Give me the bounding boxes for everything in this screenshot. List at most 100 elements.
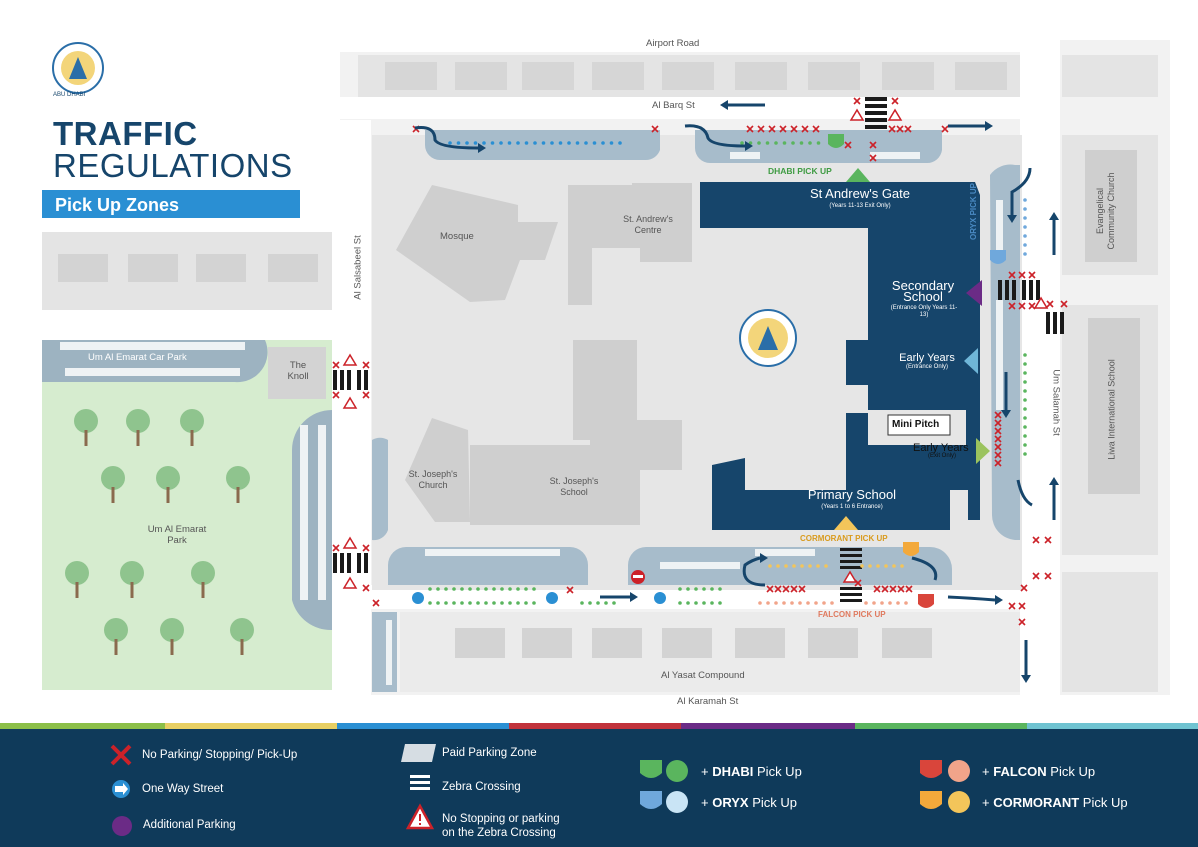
no-parking-x <box>869 154 877 162</box>
pickup-dot <box>678 601 682 605</box>
pickup-dot <box>1023 216 1027 220</box>
no-parking-x <box>869 141 877 149</box>
pickup-dot <box>465 141 469 145</box>
legend-falcon: + FALCON Pick Up <box>982 764 1096 779</box>
oryx-dot-icon <box>666 791 688 813</box>
no-parking-x <box>1020 584 1028 592</box>
street-airport-road: Airport Road <box>646 38 700 49</box>
pickup-dot <box>444 601 448 605</box>
secondary-entrance-marker <box>966 280 982 306</box>
pickup-dot <box>492 601 496 605</box>
no-parking-x <box>1028 302 1036 310</box>
one-way-signs <box>412 570 666 604</box>
pickup-dot <box>532 601 536 605</box>
pickup-dot <box>516 141 520 145</box>
pickup-dot <box>500 587 504 591</box>
label-dhabi-pickup: DHABI PICK UP <box>768 166 832 176</box>
zebra-icon <box>410 775 430 790</box>
no-parking-x <box>994 419 1002 427</box>
legend-no-parking: No Parking/ Stopping/ Pick-Up <box>142 749 298 761</box>
pickup-dot <box>900 564 904 568</box>
pickup-dot <box>1023 207 1027 211</box>
no-parking-x <box>1018 602 1026 610</box>
british-school-buildings <box>700 182 980 530</box>
pickup-dot <box>766 601 770 605</box>
pickup-dot <box>460 587 464 591</box>
pickup-dot <box>516 601 520 605</box>
no-parking-x <box>905 585 913 593</box>
no-parking-x <box>1028 271 1036 279</box>
pickup-dot <box>904 601 908 605</box>
traffic-arrows <box>414 103 1056 675</box>
no-parking-icon <box>110 744 132 766</box>
label-primary-sub: (Years 1 to 6 Entrance) <box>821 504 883 510</box>
no-parking-x <box>566 586 574 594</box>
logo-place: ABU DHABI <box>53 92 86 98</box>
pickup-dot <box>798 601 802 605</box>
no-parking-x <box>1018 618 1026 626</box>
label-st-andrews-gate-sub: (Years 11-13 Exit Only) <box>829 203 891 209</box>
school-emblem-icon <box>739 309 797 367</box>
pickup-dot <box>800 564 804 568</box>
legend-icons <box>110 744 970 836</box>
pickup-dot <box>757 141 761 145</box>
pickup-dot <box>860 564 864 568</box>
no-parking-x <box>881 585 889 593</box>
street-al-yasat: Al Yasat Compound <box>661 670 745 681</box>
pickup-dot <box>718 587 722 591</box>
pickup-dot <box>1023 407 1027 411</box>
pickup-dot <box>686 601 690 605</box>
no-parking-x <box>994 443 1002 451</box>
label-secondary-school: Secondary School <box>891 278 955 304</box>
additional-parking-icon <box>112 816 132 836</box>
south-lane-east <box>628 547 952 585</box>
pickup-dot <box>1023 234 1027 238</box>
pickup-dot <box>601 141 605 145</box>
logo-emblem-icon <box>52 42 104 94</box>
pickup-dot <box>791 141 795 145</box>
pickup-dot <box>452 601 456 605</box>
label-oryx-pickup: ORYX PICK UP <box>969 182 979 241</box>
pickup-dot <box>816 141 821 145</box>
pickup-dot <box>806 601 810 605</box>
legend-zebra: Zebra Crossing <box>442 781 521 793</box>
label-secondary-sub: (Entrance Only Years 11-13) <box>890 305 958 318</box>
pickup-dot <box>524 141 529 145</box>
pickup-dot <box>1023 371 1027 375</box>
no-parking-x <box>994 435 1002 443</box>
pickup-dot <box>456 141 461 145</box>
oryx-shield-icon <box>640 791 662 809</box>
label-early-years-exit: Early Years <box>913 442 969 454</box>
pickup-dot <box>541 141 546 145</box>
no-parking-x <box>1032 536 1040 544</box>
pickup-dot <box>694 587 698 591</box>
no-parking-x <box>362 361 370 369</box>
falcon-dot-icon <box>948 760 970 782</box>
label-the-knoll: The Knoll <box>287 360 309 382</box>
label-liwa-school: Liwa International School <box>1106 359 1117 460</box>
no-parking-x <box>779 125 787 133</box>
label-st-josephs-school: St. Joseph's School <box>549 476 599 497</box>
pickup-dot <box>868 564 872 568</box>
pickup-dot <box>604 601 608 605</box>
pickup-dot <box>592 141 597 145</box>
legend-dhabi: + DHABI Pick Up <box>701 764 802 779</box>
pickup-dot <box>452 587 456 591</box>
pickup-dot <box>782 141 787 145</box>
liwa-school-building <box>1088 318 1140 494</box>
pickup-dot <box>1023 380 1027 384</box>
evangelical-church-building <box>1085 150 1137 262</box>
no-parking-x <box>1044 536 1052 544</box>
pickup-dot <box>448 141 452 145</box>
pickup-dot <box>888 601 892 605</box>
label-car-park: Um Al Emarat Car Park <box>88 352 187 363</box>
pickup-dot <box>1023 425 1027 429</box>
pickup-dot <box>702 601 706 605</box>
pickup-dot <box>710 587 714 591</box>
pickup-dot <box>588 601 592 605</box>
no-parking-x <box>1032 572 1040 580</box>
pickup-dot <box>473 141 478 145</box>
label-mini-pitch: Mini Pitch <box>892 419 940 430</box>
north-lane-west <box>425 130 660 161</box>
pickup-dot <box>532 587 536 591</box>
